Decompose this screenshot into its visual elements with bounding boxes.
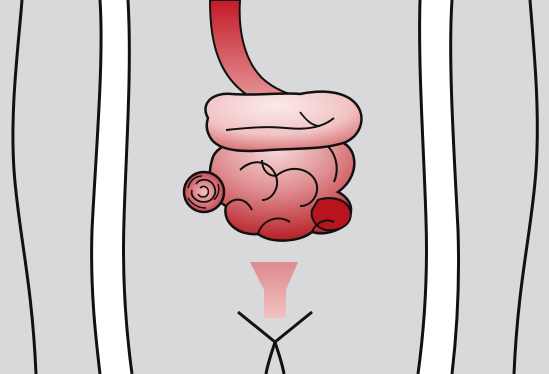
stoma-icon (184, 172, 224, 212)
stomach (205, 92, 361, 151)
